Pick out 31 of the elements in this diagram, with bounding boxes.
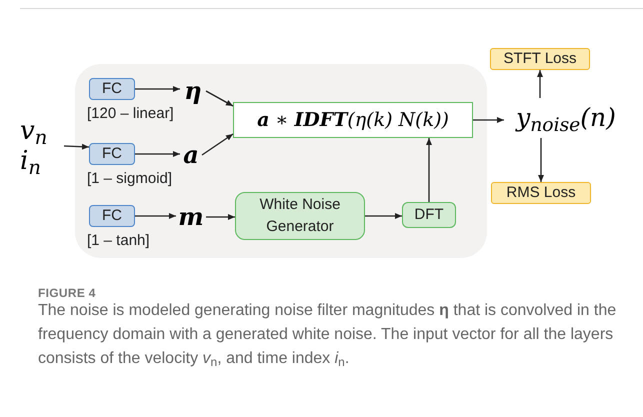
fc-layer-box: FC: [89, 78, 135, 100]
formula-box: a ∗ IDFT(η(k) N(k)): [233, 102, 473, 138]
arrow: [426, 138, 432, 202]
input-variables: v$_{n}$ i$_{n}$: [20, 114, 64, 178]
process-box: White Noise Generator: [235, 192, 365, 240]
loss-box: RMS Loss: [491, 182, 591, 204]
arrow: [202, 133, 234, 156]
process-box: DFT: [402, 202, 456, 228]
figure-label: FIGURE 4: [38, 285, 96, 302]
math-symbol: m: [176, 202, 206, 232]
panel-background: [75, 64, 487, 258]
fc-layer-box: FC: [89, 205, 135, 227]
arrow: [365, 213, 402, 219]
layer-caption: [1 – sigmoid]: [87, 169, 172, 189]
fc-layer-box: FC: [89, 143, 135, 165]
arrow: [135, 151, 180, 157]
arrow: [135, 86, 180, 92]
arrow: [537, 70, 543, 98]
caption: The noise is modeled generating noise filter magnitudes η that is convolved in the frequency domain with a generated white noise. The input vector for all the layers consists of the velocity v$_{n}$, and time index i$_{n}$.: [38, 301, 618, 371]
arrow: [538, 138, 544, 182]
arrow: [64, 144, 90, 150]
output-expression: y$_{noise}$(n): [504, 98, 628, 138]
arrow: [206, 214, 235, 220]
arrow: [206, 90, 234, 107]
arrow: [135, 213, 176, 219]
arrow: [473, 117, 504, 123]
loss-box: STFT Loss: [490, 48, 590, 70]
layer-caption: [120 – linear]: [87, 104, 174, 124]
layer-caption: [1 – tanh]: [87, 231, 150, 251]
math-symbol: η: [180, 76, 206, 106]
math-symbol: a: [180, 140, 202, 170]
